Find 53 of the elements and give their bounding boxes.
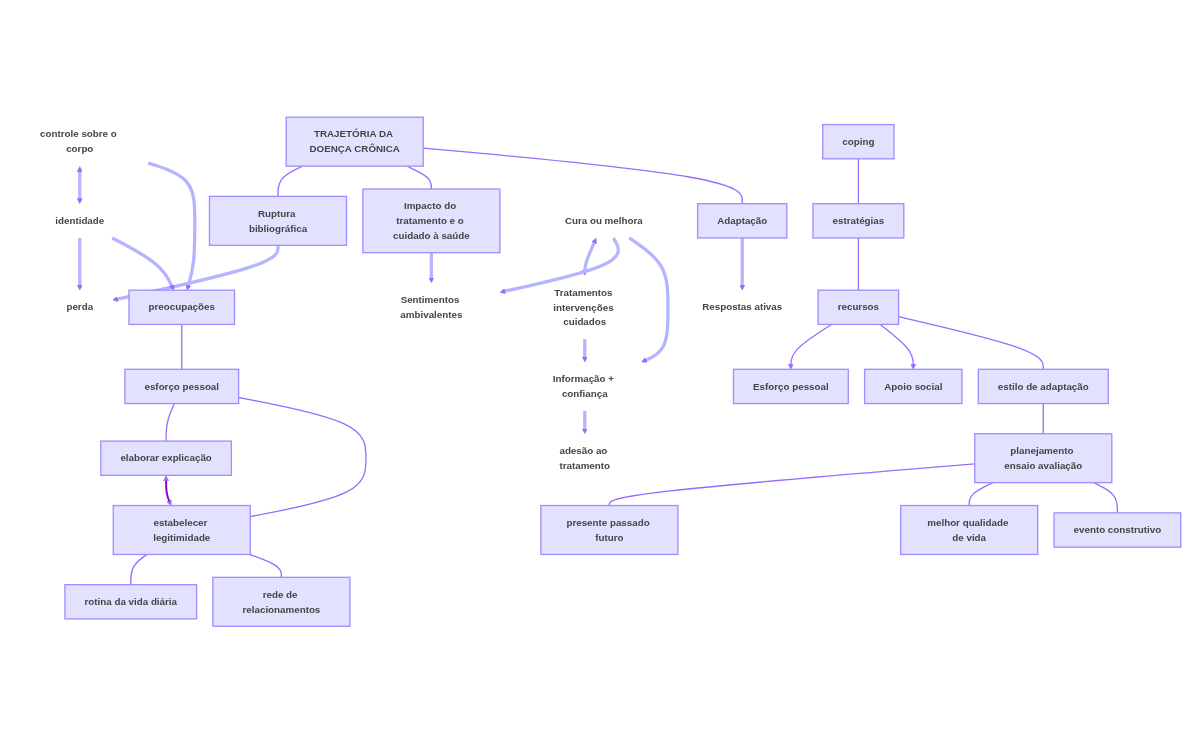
node-text: Tratamentos intervenções cuidados: [553, 286, 614, 328]
node-box: TRAJETÓRIA DA DOENÇA CRÔNICA: [285, 116, 424, 168]
arrow: [788, 324, 833, 370]
node-box: planejamento ensaio avaliação: [974, 433, 1113, 484]
node-box: melhor qualidade de vida: [900, 505, 1039, 556]
node-box: estabelecer legitimidade: [112, 505, 251, 556]
connector: [249, 554, 283, 579]
connector: [857, 158, 860, 205]
arrow: [581, 238, 597, 276]
node-text: controle sobre o corpo: [40, 128, 117, 155]
node-box: recursos: [817, 289, 900, 326]
arrow: [111, 236, 175, 291]
node-box: Ruptura bibliográfica: [208, 195, 348, 247]
arrow: [76, 238, 83, 291]
arrow: [739, 238, 746, 291]
connector: [1093, 482, 1119, 514]
node-box: elaborar explicação: [100, 440, 233, 477]
node-box: evento construtivo: [1053, 512, 1182, 549]
connector: [1042, 403, 1044, 435]
arrow: [163, 475, 172, 507]
node-text: Cura ou melhora: [564, 215, 643, 227]
arrow: [628, 236, 670, 363]
connector: [406, 165, 433, 190]
arrow: [147, 161, 197, 291]
node-box: presente passado futuro: [540, 505, 679, 556]
arrow: [76, 166, 83, 205]
arrow: [581, 339, 588, 363]
node-box: Esforço pessoal: [732, 368, 849, 405]
node-box: Impacto do tratamento e o cuidado à saúde: [362, 188, 501, 254]
node-box: Apoio social: [863, 368, 963, 405]
connector: [181, 324, 183, 371]
connector: [130, 554, 148, 586]
arrow: [428, 252, 435, 284]
node-box: estilo de adaptação: [977, 368, 1109, 405]
connector: [857, 237, 860, 292]
node-box: esforço pessoal: [124, 368, 240, 405]
arrow: [581, 411, 588, 435]
arrow: [499, 237, 620, 295]
node-text: identidade: [55, 215, 105, 227]
node-box: rede de relacionamentos: [212, 576, 351, 628]
arrow: [879, 324, 917, 370]
node-box: estratégias: [812, 203, 905, 239]
node-box: coping: [822, 124, 895, 160]
node-text: perda: [66, 301, 94, 313]
node-text: Sentimentos ambivalentes: [400, 294, 463, 320]
node-text: Informação + confiança: [552, 373, 614, 400]
node-text: adesão ao tratamento: [559, 445, 611, 471]
node-text: Respostas ativas: [702, 301, 783, 313]
connector: [968, 482, 994, 507]
node-box: rotina da vida diária: [64, 584, 198, 620]
node-box: Adaptação: [696, 203, 788, 239]
connector: [165, 403, 175, 442]
node-box: preocupações: [128, 289, 236, 326]
